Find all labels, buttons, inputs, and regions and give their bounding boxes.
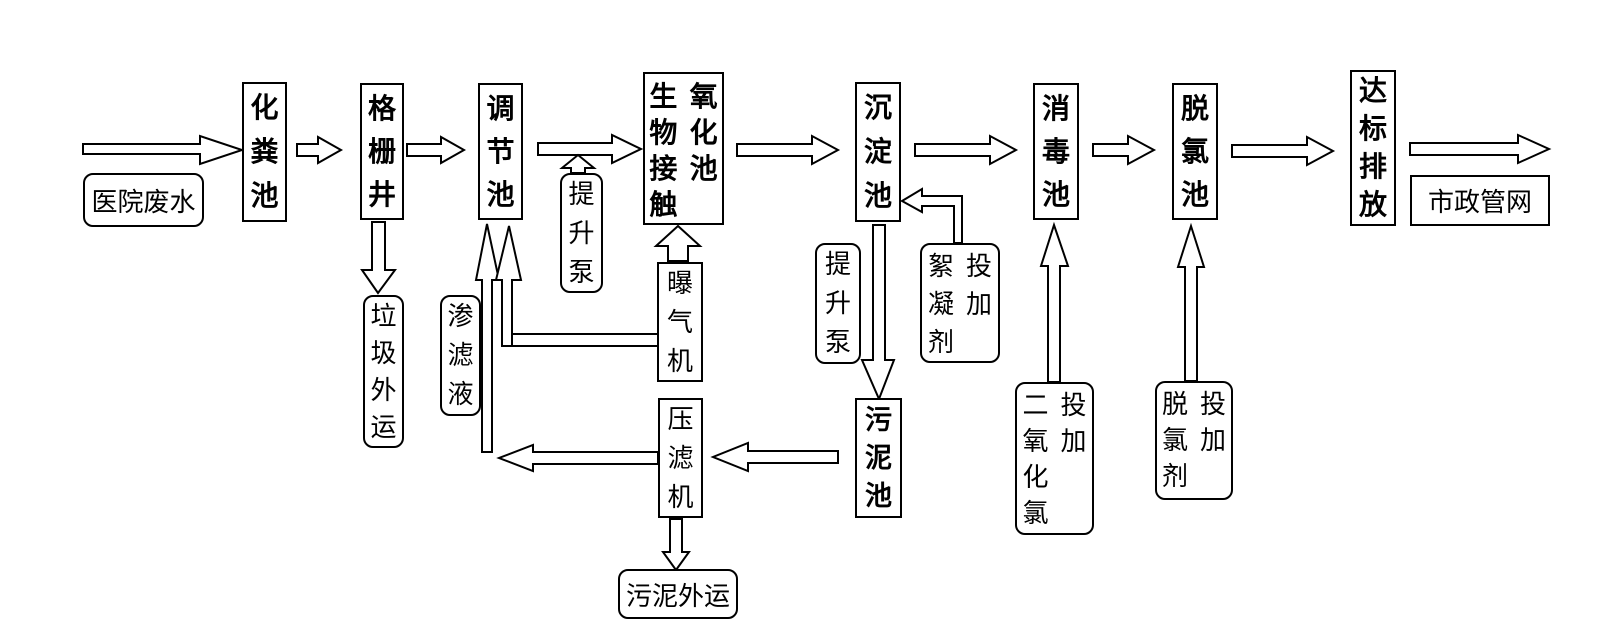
node-municipal-network: 市政管网 — [1410, 175, 1550, 226]
node-disinfection-tank: 消毒池 — [1033, 83, 1079, 220]
node-hospital-wastewater: 医院废水 — [83, 173, 204, 227]
node-septic-tank-label: 化粪池 — [250, 92, 279, 211]
node-flocculant-dosing: 絮凝剂 投加 — [920, 243, 1000, 363]
arrow-liftpump1-up — [559, 153, 597, 174]
node-septic-tank: 化粪池 — [242, 82, 287, 222]
line-aerator-to-regulating — [501, 333, 659, 347]
node-bio-col-left: 生物接触 — [649, 81, 678, 220]
node-sludge-tank: 污泥池 — [855, 398, 902, 518]
node-chlorine-dioxide-col-right: 投加 — [1060, 391, 1087, 456]
arrow-aerator-to-bio — [653, 224, 703, 262]
node-filter-press: 压滤机 — [658, 398, 703, 518]
node-disinfection-tank-label: 消毒池 — [1041, 93, 1070, 210]
node-hospital-wastewater-label: 医院废水 — [91, 187, 196, 217]
arrow-bio-to-sedimentation — [736, 134, 841, 166]
arrow-dechloragent-to-dechlorination — [1176, 222, 1206, 382]
arrow-sedimentation-to-disinfection — [914, 134, 1019, 166]
arrow-grille-to-garbage — [360, 221, 397, 295]
node-regulating-tank-label: 调节池 — [486, 93, 515, 210]
node-leachate: 渗滤液 — [440, 295, 481, 416]
node-lift-pump-1: 提升泵 — [560, 173, 603, 293]
node-dechlor-agent-col-left: 脱氯剂 — [1162, 390, 1189, 491]
node-leachate-label: 渗滤液 — [447, 302, 474, 409]
arrow-sludgetank-to-filterpress — [710, 441, 839, 473]
arrow-dechlorination-to-discharge — [1231, 135, 1336, 167]
arrow-sedimentation-to-sludgetank — [860, 224, 896, 402]
node-sludge-out-label: 污泥外运 — [625, 581, 730, 611]
node-grille-well-label: 格栅井 — [367, 93, 396, 210]
node-aerator-label: 曝气机 — [666, 268, 693, 376]
arrow-filterpress-to-regulating — [496, 443, 659, 473]
node-dechlor-agent-col-right: 投加 — [1199, 390, 1226, 455]
node-dechlorination-tank-label: 脱氯池 — [1180, 93, 1209, 210]
node-sedimentation-tank: 沉淀池 — [855, 82, 901, 222]
node-flocculant-col-right: 投加 — [965, 252, 992, 319]
node-lift-pump-2: 提升泵 — [815, 243, 861, 364]
node-discharge-label: 达标排放 — [1358, 75, 1387, 220]
node-bio-col-right: 氧化池 — [689, 81, 718, 184]
arrow-inlet-to-septic — [82, 134, 246, 166]
node-municipal-network-label: 市政管网 — [1427, 188, 1532, 217]
node-dechlorination-agent-dosing: 脱氯剂 投加 — [1155, 381, 1233, 500]
node-dechlorination-tank: 脱氯池 — [1172, 83, 1218, 220]
node-chlorine-dioxide-col-left: 二氧化氯 — [1022, 391, 1049, 528]
arrow-disinfection-to-dechlorination — [1092, 134, 1157, 166]
arrow-regulating-to-bio — [537, 133, 644, 165]
node-lift-pump-1-label: 提升泵 — [568, 179, 595, 287]
arrow-grille-to-regulating — [406, 135, 467, 165]
arrow-flocculant-to-sedimentation — [899, 187, 963, 244]
node-filter-press-label: 压滤机 — [667, 404, 694, 512]
node-garbage-out: 垃圾外运 — [363, 295, 404, 448]
node-regulating-tank: 调节池 — [478, 83, 523, 220]
arrow-filterpress-to-sludgeout — [661, 518, 691, 572]
arrow-air-up-to-regulating — [494, 225, 523, 347]
node-discharge: 达标排放 — [1350, 70, 1396, 226]
arrow-discharge-to-municipal — [1409, 133, 1552, 165]
node-flocculant-col-left: 絮凝剂 — [928, 252, 955, 357]
node-garbage-out-label: 垃圾外运 — [370, 301, 397, 442]
node-chlorine-dioxide-dosing: 二氧化氯 投加 — [1015, 382, 1094, 535]
node-sedimentation-tank-label: 沉淀池 — [863, 92, 892, 211]
arrow-septic-to-grille — [296, 135, 344, 165]
node-grille-well: 格栅井 — [360, 83, 404, 220]
arrow-chlorinedioxide-to-disinfection — [1039, 221, 1070, 383]
arrow-filtrate-up-to-regulating — [474, 223, 501, 453]
node-sludge-out: 污泥外运 — [618, 569, 738, 619]
node-aerator: 曝气机 — [657, 262, 703, 382]
node-lift-pump-2-label: 提升泵 — [824, 250, 851, 357]
node-sludge-tank-label: 污泥池 — [864, 405, 892, 511]
node-bio-contact-oxidation-tank: 生物接触 氧化池 — [643, 72, 724, 225]
